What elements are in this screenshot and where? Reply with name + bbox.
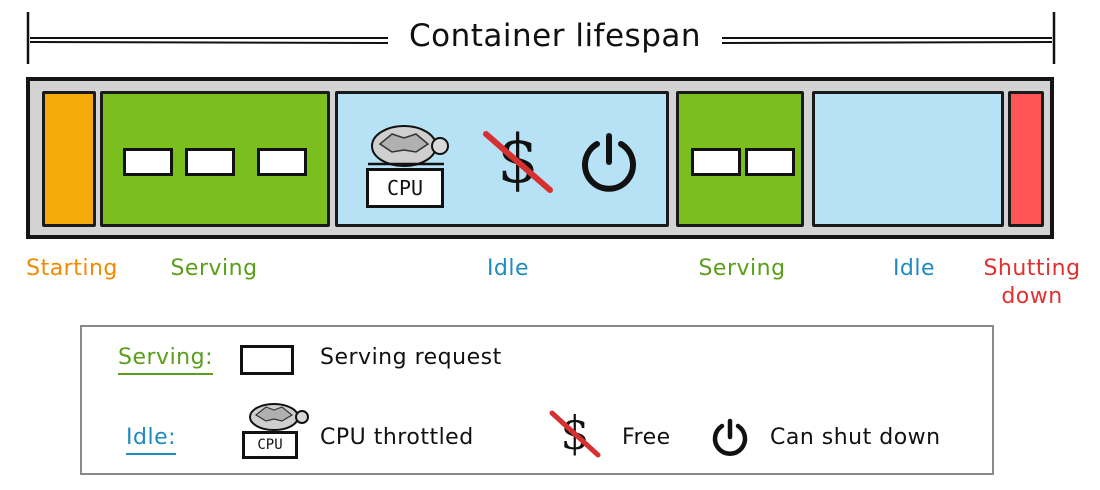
request-box xyxy=(745,148,795,176)
power-icon xyxy=(582,133,636,192)
phase-label-shutting: Shutting xyxy=(983,256,1081,281)
legend-free-desc: Free xyxy=(622,425,671,450)
lifespan-bracket xyxy=(26,12,1056,64)
legend-serving-desc: Serving request xyxy=(320,345,502,370)
power-icon xyxy=(712,418,748,456)
request-box xyxy=(257,148,307,176)
timeline-title: Container lifespan xyxy=(390,14,720,58)
cpu-icon: CPU xyxy=(242,431,298,459)
phase-label-idle: Idle xyxy=(892,256,936,281)
request-box xyxy=(691,148,741,176)
phase-label-down: down xyxy=(1001,284,1063,309)
legend-serving-key: Serving: xyxy=(118,343,213,375)
phase-label-serving: Serving xyxy=(170,256,258,281)
phase-label-idle: Idle xyxy=(486,256,530,281)
legend: Serving: Serving request Idle: CPU CPU t… xyxy=(80,325,994,475)
cpu-label: CPU xyxy=(386,176,424,200)
segment-idle-2 xyxy=(812,91,1004,227)
legend-idle-key: Idle: xyxy=(126,423,177,455)
turtle-icon xyxy=(249,403,309,431)
request-icon xyxy=(240,345,294,375)
phase-label-serving: Serving xyxy=(698,256,786,281)
segment-serving-1 xyxy=(100,91,330,227)
legend-cpu-desc: CPU throttled xyxy=(320,425,474,450)
legend-shutdown-desc: Can shut down xyxy=(770,425,941,450)
segment-starting xyxy=(42,91,96,227)
request-box xyxy=(123,148,173,176)
segment-shutting-down xyxy=(1008,91,1044,227)
phase-label-starting: Starting xyxy=(26,256,118,281)
lifespan-track: CPU $ xyxy=(26,77,1054,239)
request-box xyxy=(185,148,235,176)
strike-icon xyxy=(549,410,601,458)
cpu-label: CPU xyxy=(257,437,283,453)
turtle-icon xyxy=(368,125,449,167)
strike-icon xyxy=(483,131,553,193)
segment-serving-2 xyxy=(676,91,804,227)
cpu-icon: CPU xyxy=(366,168,444,208)
segment-idle-1: CPU $ xyxy=(335,91,669,227)
